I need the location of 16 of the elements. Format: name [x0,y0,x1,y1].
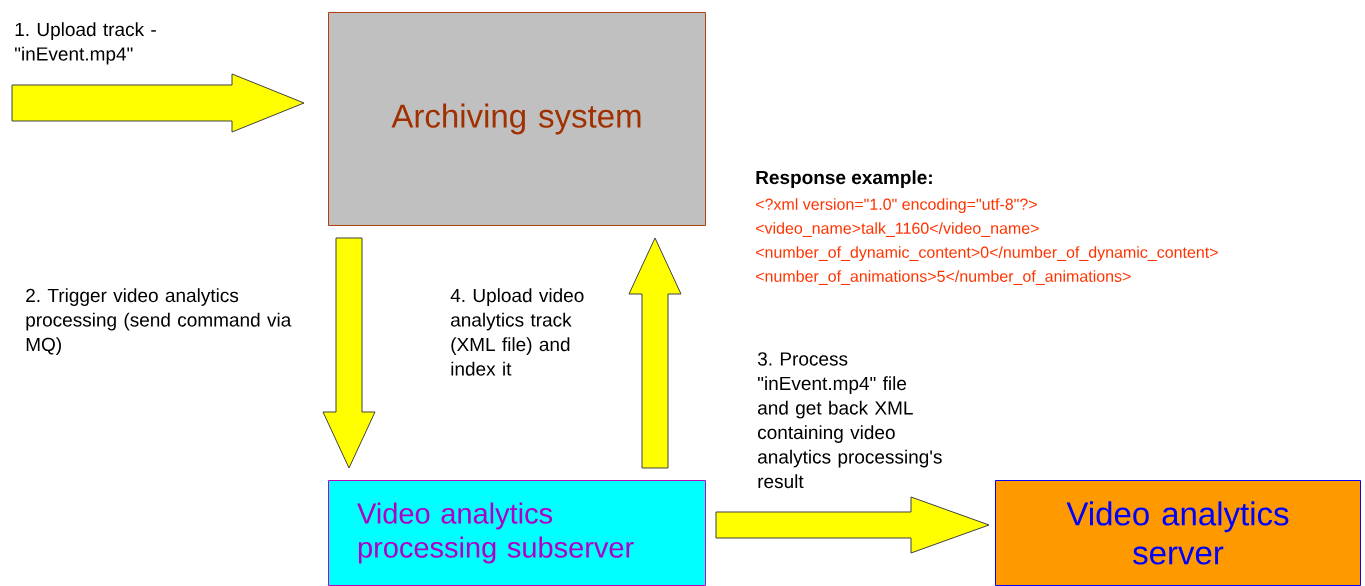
edge-label: 2. Trigger video analytics processing (send command via MQ) [26,288,292,355]
system-box: Video analytics server [995,480,1361,586]
block-arrow [628,237,682,469]
xml-line: <number_of_animations>5</number_of_animations> [756,270,1131,285]
heading-text: Response example: [756,170,932,188]
block-arrow [11,73,305,133]
block-arrow [715,496,990,554]
xml-line: <video_name>talk_1160</video_name> [756,222,1039,237]
system-box: Video analytics processing subserver [328,480,706,586]
edge-label: 4. Upload video analytics track (XML file) and index it [450,288,584,376]
edge-label: 3. Process "inEvent.mp4" file and get back XML containing video analytics processing's result [757,352,942,489]
edge-label: 1. Upload track - "inEvent.mp4" [15,22,156,65]
system-box: Archiving system [328,12,706,226]
xml-line: <number_of_dynamic_content>0</number_of_dynamic_content> [756,246,1218,262]
block-arrow [322,237,376,469]
xml-line: <?xml version="1.0" encoding="utf-8"?> [756,198,1037,214]
